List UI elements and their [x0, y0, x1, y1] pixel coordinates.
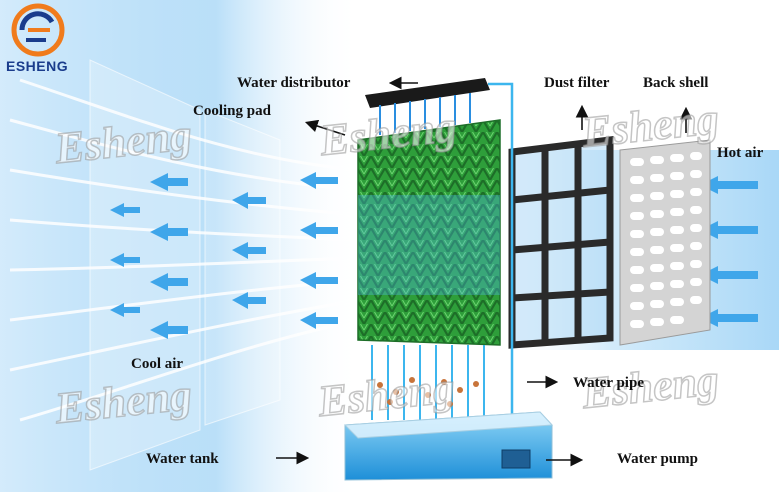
label-water-distributor: Water distributor: [237, 75, 351, 91]
airflow-arrow-icon: [110, 172, 338, 339]
esheng-logo-icon: [11, 3, 65, 57]
label-water-pump: Water pump: [617, 451, 698, 467]
back-shell: [619, 139, 711, 346]
label-hot-air: Hot air: [717, 145, 764, 161]
label-cooling-pad: Cooling pad: [193, 103, 271, 119]
label-back-shell: Back shell: [643, 75, 709, 91]
water-pipe: [488, 82, 514, 450]
brand-name: ESHENG: [6, 58, 69, 74]
water-distributor: [365, 78, 490, 135]
water-tank: [343, 411, 554, 481]
arrow-icon: [276, 76, 693, 467]
dust-filter: [508, 136, 614, 349]
water-pump: [501, 449, 531, 469]
label-water-tank: Water tank: [146, 451, 219, 467]
label-cool-air: Cool air: [131, 356, 184, 372]
water-droplet-icon: [371, 345, 485, 420]
cooling-pad: [357, 119, 501, 346]
label-dust-filter: Dust filter: [544, 75, 610, 91]
cool-air-flow: [0, 0, 361, 492]
label-water-pipe: Water pipe: [573, 375, 644, 391]
